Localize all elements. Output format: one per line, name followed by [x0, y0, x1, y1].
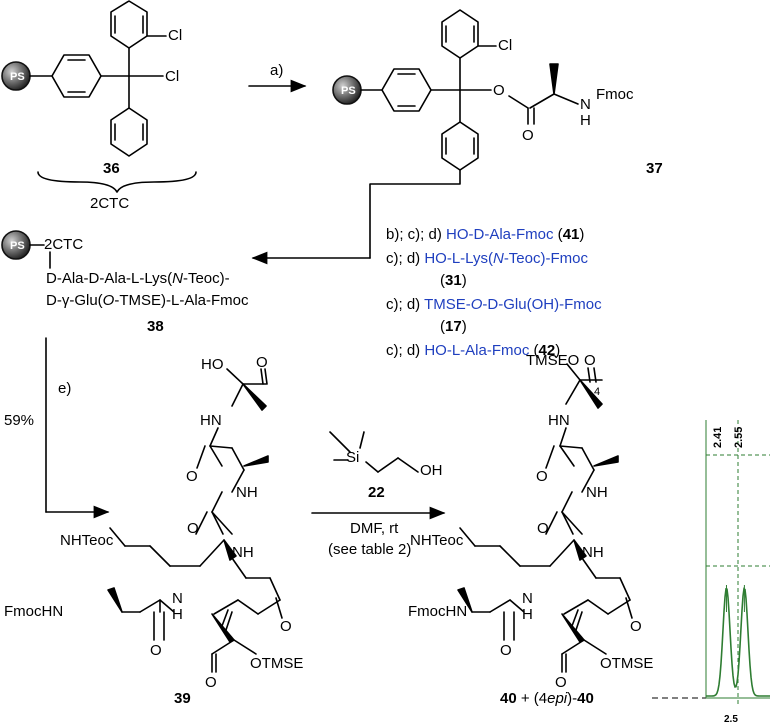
o6-40: O [630, 618, 642, 635]
step-c1-line: c); d) HO-L-Lys(N-Teoc)-Fmoc [386, 250, 588, 267]
fmoc-37: Fmoc [596, 86, 634, 103]
yield-label: 59% [4, 412, 35, 429]
ps-label-36: PS [10, 71, 25, 83]
see-table-label: (see table 2) [328, 541, 412, 558]
step-c2-line: c); d) TMSE-O-D-Glu(OH)-Fmoc [386, 296, 602, 313]
o4-40: O [500, 642, 512, 659]
nh2-39: NH [232, 544, 254, 561]
otmse-40: OTMSE [600, 655, 654, 672]
resin-bracket [37, 171, 197, 193]
compound-label-22: 22 [368, 484, 385, 501]
compound-label-39: 39 [174, 690, 191, 707]
chromatogram-inset [705, 420, 770, 704]
nh2-40: NH [582, 544, 604, 561]
n-39: N [172, 590, 183, 607]
si-22: Si [346, 449, 360, 466]
peptide-38-line1: D-Ala-D-Ala-L-Lys(N-Teoc)- [46, 270, 230, 287]
o-top-40: O [584, 352, 596, 369]
n-37: N [580, 96, 591, 113]
conditions-label: DMF, rt [350, 520, 399, 537]
compound-label-37: 37 [646, 160, 663, 177]
connector-37-38 [369, 169, 461, 259]
chromatogram-trace [706, 587, 770, 697]
n-40: N [522, 590, 533, 607]
hn-39: HN [200, 412, 222, 429]
compound-38-structure [1, 230, 51, 269]
peptide-38-line2: D-γ-Glu(O-TMSE)-L-Ala-Fmoc [46, 292, 249, 309]
o5-39: O [205, 674, 217, 691]
h-40: H [522, 606, 533, 623]
ester-o-37: O [493, 82, 505, 99]
nh1-39: NH [236, 484, 258, 501]
tmseo-40: TMSEO [526, 352, 580, 369]
step-c1-num: (31) [440, 272, 467, 289]
step-e-label: e) [58, 380, 72, 397]
ps-label-38: PS [10, 240, 25, 252]
compound-39-structure [107, 368, 283, 673]
compound-label-40: 40 + (4epi)-40 [500, 690, 594, 707]
reagent-22-structure [329, 431, 419, 473]
hn-40: HN [548, 412, 570, 429]
peak-label-2-41: 2.41 [712, 426, 724, 448]
ho-39: HO [201, 356, 224, 373]
o3-40: O [537, 520, 549, 537]
o4-39: O [150, 642, 162, 659]
compound-40-structure [457, 363, 633, 673]
fmochn-40: FmocHN [408, 603, 468, 620]
resin-name-2ctc: 2CTC [90, 195, 130, 212]
oh-22: OH [420, 462, 443, 479]
nhteoc-39: NHTeoc [60, 532, 114, 549]
cl-label-trityl-36: Cl [165, 68, 180, 85]
cl-label-aryl-36: Cl [168, 27, 183, 44]
o2-40: O [536, 468, 548, 485]
ps-label-37: PS [341, 85, 356, 97]
resin-name-38: 2CTC [44, 236, 84, 253]
o6-39: O [280, 618, 292, 635]
stereo-4-40: 4 [594, 386, 601, 398]
step-c3-line: c); d) HO-L-Ala-Fmoc (42) [386, 342, 561, 359]
compound-37-structure [332, 9, 579, 171]
h-39: H [172, 606, 183, 623]
o3-39: O [187, 520, 199, 537]
otmse-39: OTMSE [250, 655, 304, 672]
step-c2-num: (17) [440, 318, 467, 335]
h-37: H [580, 112, 591, 129]
o5-40: O [555, 674, 567, 691]
compound-label-36: 36 [103, 160, 120, 177]
o2-39: O [186, 468, 198, 485]
nh1-40: NH [586, 484, 608, 501]
step-b-line: b); c); d) HO-D-Ala-Fmoc (41) [386, 226, 585, 243]
cl-label-37: Cl [498, 37, 513, 54]
x-axis-label-2-5: 2.5 [724, 714, 738, 725]
fmochn-39: FmocHN [4, 603, 64, 620]
step-a-label: a) [270, 62, 284, 79]
compound-label-38: 38 [147, 318, 164, 335]
o-top-39: O [256, 354, 268, 371]
carbonyl-o-37: O [522, 127, 534, 144]
nhteoc-40: NHTeoc [410, 532, 464, 549]
peak-label-2-55: 2.55 [733, 426, 745, 448]
compound-36-structure [1, 0, 167, 157]
